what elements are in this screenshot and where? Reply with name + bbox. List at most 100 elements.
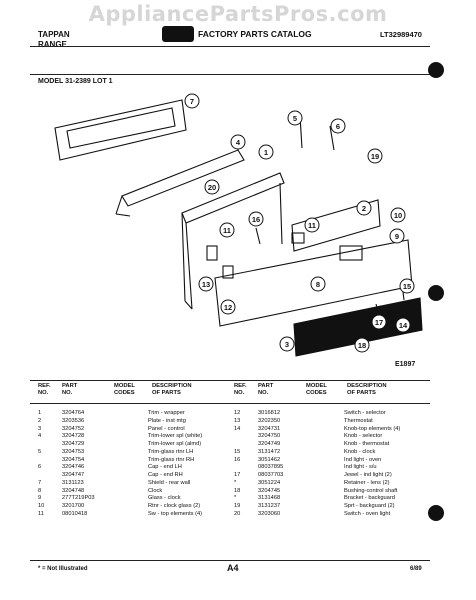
ref-no [234, 433, 258, 441]
header-rule [30, 46, 430, 47]
model-codes [114, 511, 148, 519]
svg-text:17: 17 [375, 318, 383, 327]
wrapper-trim [181, 172, 285, 224]
part-row: 3204749 Knob - thermostat [234, 441, 430, 449]
part-description: Cap - end LH [148, 464, 182, 471]
part-description: Knob-top elements (4) [344, 425, 401, 432]
callout-15: 15 [399, 278, 415, 294]
ref-no: 2 [38, 417, 42, 424]
svg-text:2: 2 [362, 204, 366, 213]
model-codes [114, 472, 148, 480]
ref-no: 11 [38, 510, 44, 517]
part-description: Glass - clock [148, 495, 181, 502]
ref-no: 16 [234, 456, 241, 463]
part-no: 3131237 [258, 503, 281, 509]
figure-id: E1897 [395, 361, 416, 368]
part-no: 3204749 [258, 441, 281, 447]
ref-no: 17 [234, 472, 241, 478]
callout-2: 2 [356, 200, 372, 216]
svg-text:3: 3 [285, 340, 289, 349]
svg-text:18: 18 [358, 341, 366, 350]
part-no: 3204764 [62, 410, 85, 416]
svg-text:15: 15 [403, 282, 411, 291]
model-codes [310, 418, 344, 426]
model-codes [310, 426, 344, 434]
ref-no [38, 457, 62, 465]
part-description: Sprt - backguard (2) [344, 503, 395, 509]
part-description: Clock [148, 487, 163, 494]
part-description: Knob - selector [344, 433, 383, 440]
ref-no: 19 [234, 503, 241, 509]
svg-text:5: 5 [293, 114, 297, 123]
svg-text:13: 13 [202, 280, 210, 289]
not-illustrated-note: * = Not Illustrated [38, 566, 88, 572]
part-description: Knob - thermostat [344, 441, 390, 447]
table-header-rule [30, 403, 430, 404]
model-codes [310, 441, 344, 449]
svg-text:16: 16 [252, 215, 260, 224]
callout-19: 19 [367, 148, 383, 164]
callout-3: 3 [279, 336, 295, 352]
part-no: 3051462 [258, 456, 281, 463]
part-no: 3204748 [62, 487, 85, 494]
ref-no: * [234, 479, 237, 486]
svg-text:6: 6 [336, 122, 340, 131]
part-no: 3204745 [258, 487, 281, 494]
ref-no: 9 [38, 495, 42, 502]
page-number: A4 [227, 563, 239, 573]
svg-text:7: 7 [190, 97, 194, 106]
svg-text:11: 11 [223, 226, 231, 235]
mounting-plate [291, 199, 381, 252]
part-description: Trim-glass rtnr LH [148, 448, 194, 455]
model-codes [310, 449, 344, 457]
part-description: Jewel - ind light (2) [344, 472, 392, 478]
part-description: Rtnr - clock glass (2) [148, 503, 201, 509]
clock-glass-part [339, 245, 363, 261]
model-codes [310, 472, 344, 480]
callout-7: 7 [184, 93, 200, 109]
part-no: 3051224 [258, 479, 281, 486]
model-codes [310, 464, 344, 472]
part-no: 3204752 [62, 425, 85, 432]
model-codes [310, 488, 344, 496]
svg-text:1: 1 [264, 148, 268, 157]
oven-light-switch [255, 227, 261, 245]
end-cap [329, 125, 335, 151]
part-no: 08037895 [258, 464, 284, 471]
part-description: Trim - wrapper [148, 410, 185, 416]
callout-5: 5 [287, 110, 303, 126]
model-codes [114, 457, 148, 465]
part-no: 3204750 [258, 433, 281, 440]
callout-13: 13 [198, 276, 214, 292]
svg-text:12: 12 [224, 303, 232, 312]
binder-hole-icon [428, 285, 444, 301]
model-rule [30, 74, 430, 75]
part-no: 3131123 [62, 479, 84, 486]
svg-text:10: 10 [394, 211, 402, 220]
ref-no [234, 441, 258, 449]
model-line: MODEL 31-2389 LOT 1 [38, 78, 113, 85]
model-codes [114, 488, 148, 496]
ref-no: 4 [38, 433, 42, 440]
model-codes [310, 503, 344, 511]
